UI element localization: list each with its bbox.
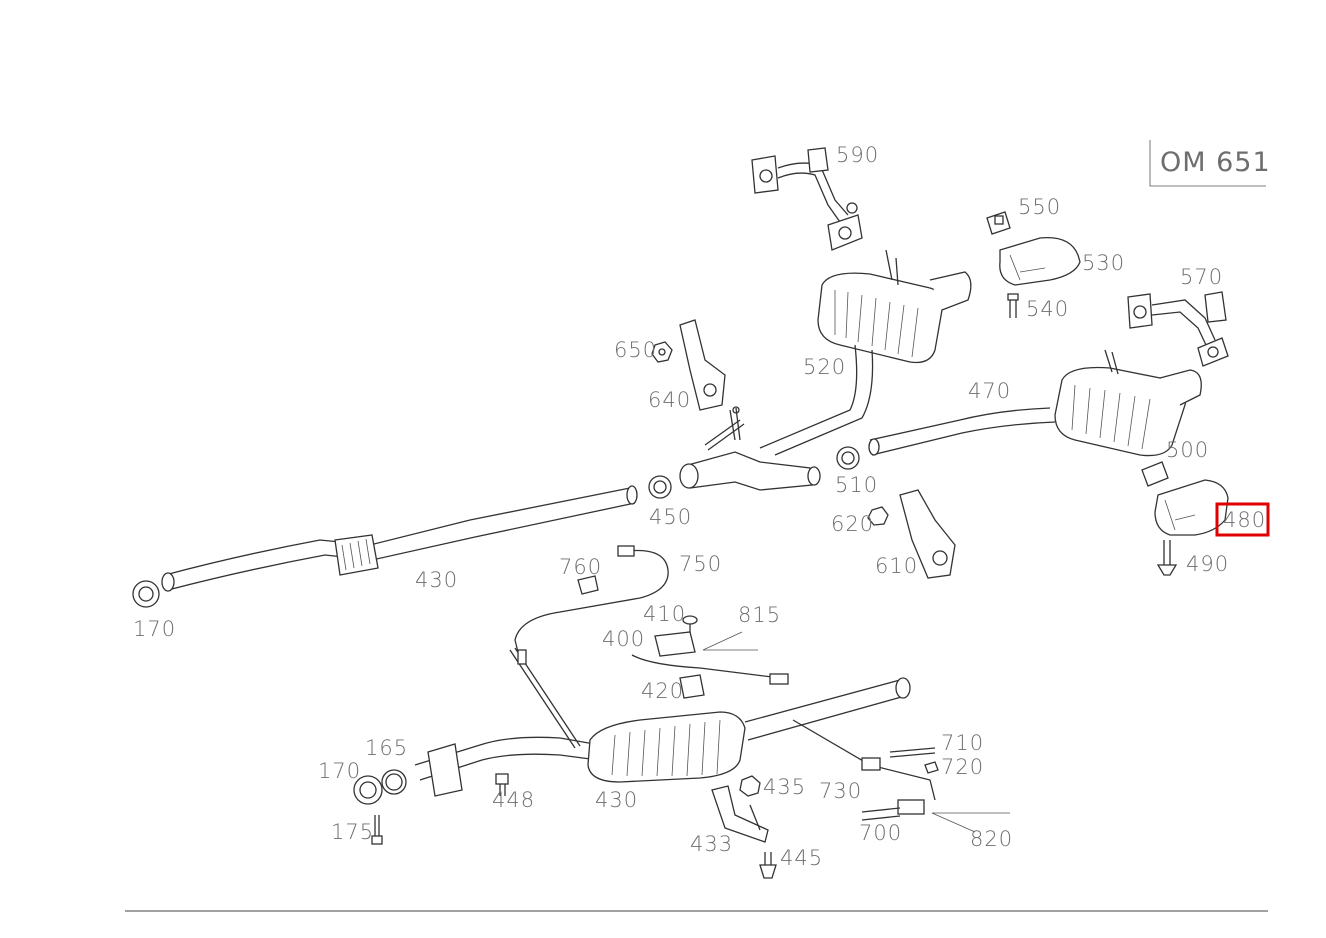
catalytic-converter-assembly[interactable] bbox=[414, 647, 911, 797]
hanger-640[interactable] bbox=[679, 319, 741, 441]
nut-435[interactable] bbox=[739, 775, 761, 797]
screw-540[interactable] bbox=[1007, 293, 1019, 318]
clamp-165[interactable] bbox=[381, 769, 407, 795]
clamp-450[interactable] bbox=[648, 475, 672, 499]
part-label-170-upper[interactable]: 170 bbox=[133, 617, 176, 641]
part-label-640[interactable]: 640 bbox=[648, 388, 691, 412]
part-label-815[interactable]: 815 bbox=[738, 603, 781, 627]
sensor-700[interactable] bbox=[792, 719, 936, 821]
clamp-170-lower[interactable] bbox=[353, 775, 383, 805]
part-label-410[interactable]: 410 bbox=[643, 602, 686, 626]
part-label-720[interactable]: 720 bbox=[941, 755, 984, 779]
clamp-510[interactable] bbox=[836, 446, 860, 470]
part-label-430-lower[interactable]: 430 bbox=[595, 788, 638, 812]
part-label-448[interactable]: 448 bbox=[492, 788, 535, 812]
hanger-590[interactable] bbox=[751, 147, 863, 251]
part-label-470[interactable]: 470 bbox=[968, 379, 1011, 403]
sensor-400[interactable] bbox=[631, 631, 789, 685]
tailpipe-480[interactable] bbox=[1154, 479, 1229, 536]
hanger-570[interactable] bbox=[1127, 291, 1229, 367]
part-label-820[interactable]: 820 bbox=[970, 827, 1013, 851]
part-label-450[interactable]: 450 bbox=[649, 505, 692, 529]
clamp-170-upper[interactable] bbox=[132, 580, 160, 608]
screw-175[interactable] bbox=[371, 815, 383, 845]
engine-code-box: OM 651 bbox=[1149, 140, 1271, 187]
part-label-480[interactable]: 480 bbox=[1223, 508, 1266, 532]
part-label-170-lower[interactable]: 170 bbox=[318, 759, 361, 783]
bracket-433[interactable] bbox=[711, 785, 769, 843]
part-label-730[interactable]: 730 bbox=[819, 779, 862, 803]
bolt-720[interactable] bbox=[924, 761, 939, 774]
part-label-500[interactable]: 500 bbox=[1166, 438, 1209, 462]
intermediate-pipe-430[interactable] bbox=[161, 485, 638, 592]
part-label-710[interactable]: 710 bbox=[941, 731, 984, 755]
clamp-550[interactable] bbox=[986, 211, 1011, 235]
part-label-520[interactable]: 520 bbox=[803, 355, 846, 379]
part-label-420[interactable]: 420 bbox=[641, 679, 684, 703]
part-label-620[interactable]: 620 bbox=[831, 512, 874, 536]
rear-muffler-right-assembly[interactable] bbox=[868, 349, 1202, 457]
part-label-760[interactable]: 760 bbox=[559, 555, 602, 579]
nut-620[interactable] bbox=[867, 506, 889, 526]
nut-650[interactable] bbox=[651, 341, 673, 363]
highlight-box-480 bbox=[1215, 502, 1270, 537]
part-label-400[interactable]: 400 bbox=[602, 627, 645, 651]
part-label-700[interactable]: 700 bbox=[859, 821, 902, 845]
part-label-175[interactable]: 175 bbox=[331, 820, 374, 844]
clip-410[interactable] bbox=[682, 615, 698, 635]
part-label-550[interactable]: 550 bbox=[1018, 195, 1061, 219]
part-label-750[interactable]: 750 bbox=[679, 552, 722, 576]
part-label-530[interactable]: 530 bbox=[1082, 251, 1125, 275]
part-label-570[interactable]: 570 bbox=[1180, 265, 1223, 289]
engine-code: OM 651 bbox=[1160, 147, 1271, 178]
clip-760[interactable] bbox=[577, 575, 599, 595]
screw-445[interactable] bbox=[759, 852, 777, 879]
part-label-540[interactable]: 540 bbox=[1026, 297, 1069, 321]
part-label-590[interactable]: 590 bbox=[836, 143, 879, 167]
clamp-500[interactable] bbox=[1141, 461, 1169, 487]
sensor-cable-750[interactable] bbox=[514, 545, 669, 665]
part-label-510[interactable]: 510 bbox=[835, 473, 878, 497]
screw-490[interactable] bbox=[1156, 540, 1178, 576]
hanger-610[interactable] bbox=[899, 489, 956, 579]
part-label-435[interactable]: 435 bbox=[763, 775, 806, 799]
part-label-430-upper[interactable]: 430 bbox=[415, 568, 458, 592]
leader-815 bbox=[702, 631, 758, 651]
part-label-610[interactable]: 610 bbox=[875, 554, 918, 578]
screw-448[interactable] bbox=[495, 773, 509, 796]
part-label-165[interactable]: 165 bbox=[365, 736, 408, 760]
part-label-490[interactable]: 490 bbox=[1186, 552, 1229, 576]
tailpipe-530[interactable] bbox=[999, 236, 1081, 286]
bracket-420[interactable] bbox=[679, 674, 705, 699]
leader-820 bbox=[931, 812, 1010, 833]
part-label-445[interactable]: 445 bbox=[780, 846, 823, 870]
part-label-433[interactable]: 433 bbox=[690, 832, 733, 856]
part-label-650[interactable]: 650 bbox=[614, 338, 657, 362]
bolt-710[interactable] bbox=[889, 747, 936, 758]
